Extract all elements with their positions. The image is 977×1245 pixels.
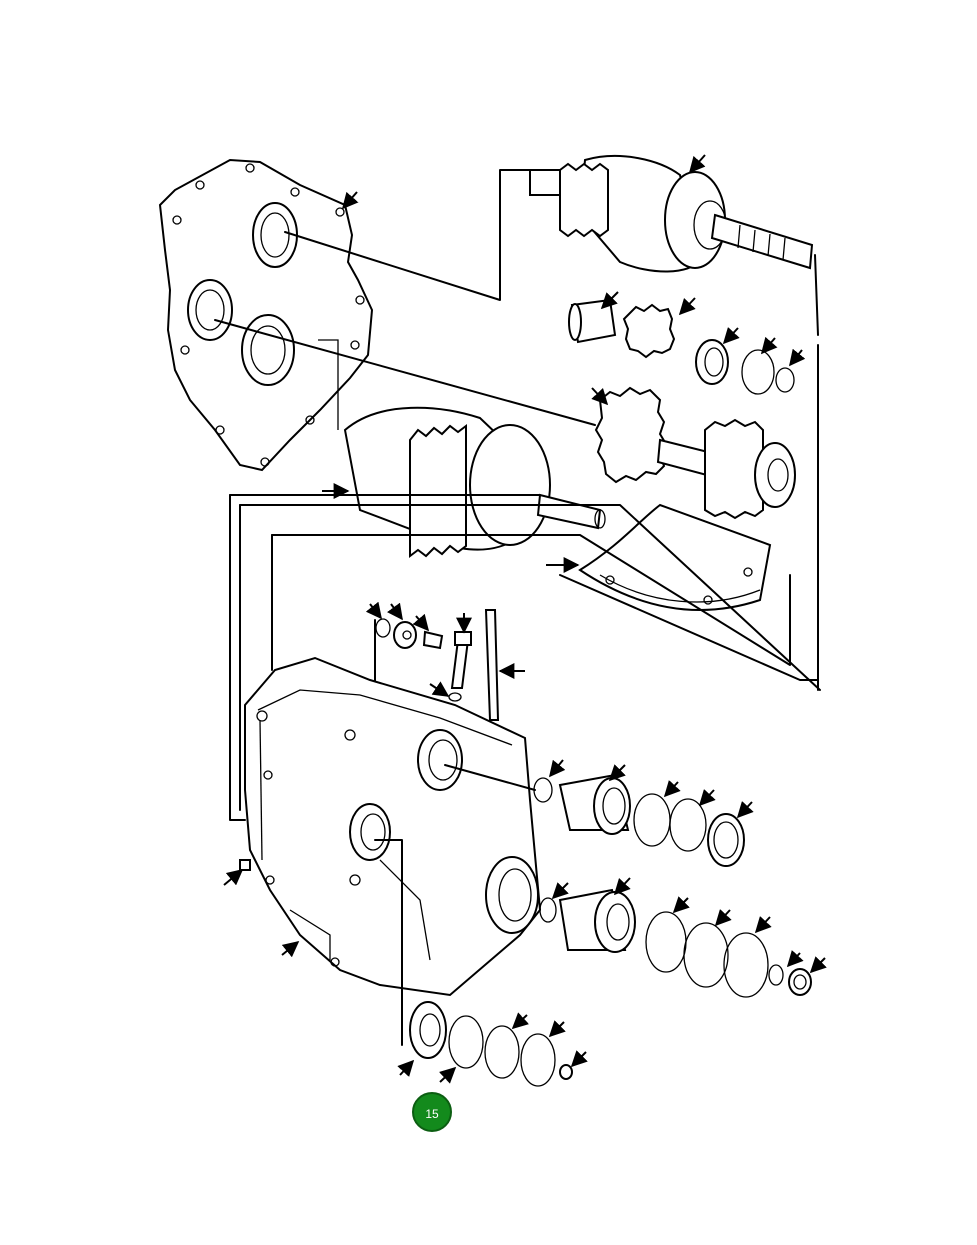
bottom-parts-row [409, 1001, 573, 1087]
half-shell-shield [578, 503, 772, 611]
upper-shaft-assembly [529, 154, 814, 273]
small-fasteners [375, 609, 500, 721]
lower-parts-row-1 [533, 773, 745, 867]
assembly-boundary-lines [229, 344, 821, 821]
middle-shaft-assembly [343, 386, 796, 558]
lower-gear-case [244, 656, 542, 997]
upper-small-parts [568, 298, 795, 395]
upper-housing-cover [158, 158, 374, 472]
page-number-badge[interactable]: 15 [412, 1092, 452, 1132]
lower-parts-row-2 [539, 888, 812, 998]
callout-arrows [223, 154, 827, 1084]
